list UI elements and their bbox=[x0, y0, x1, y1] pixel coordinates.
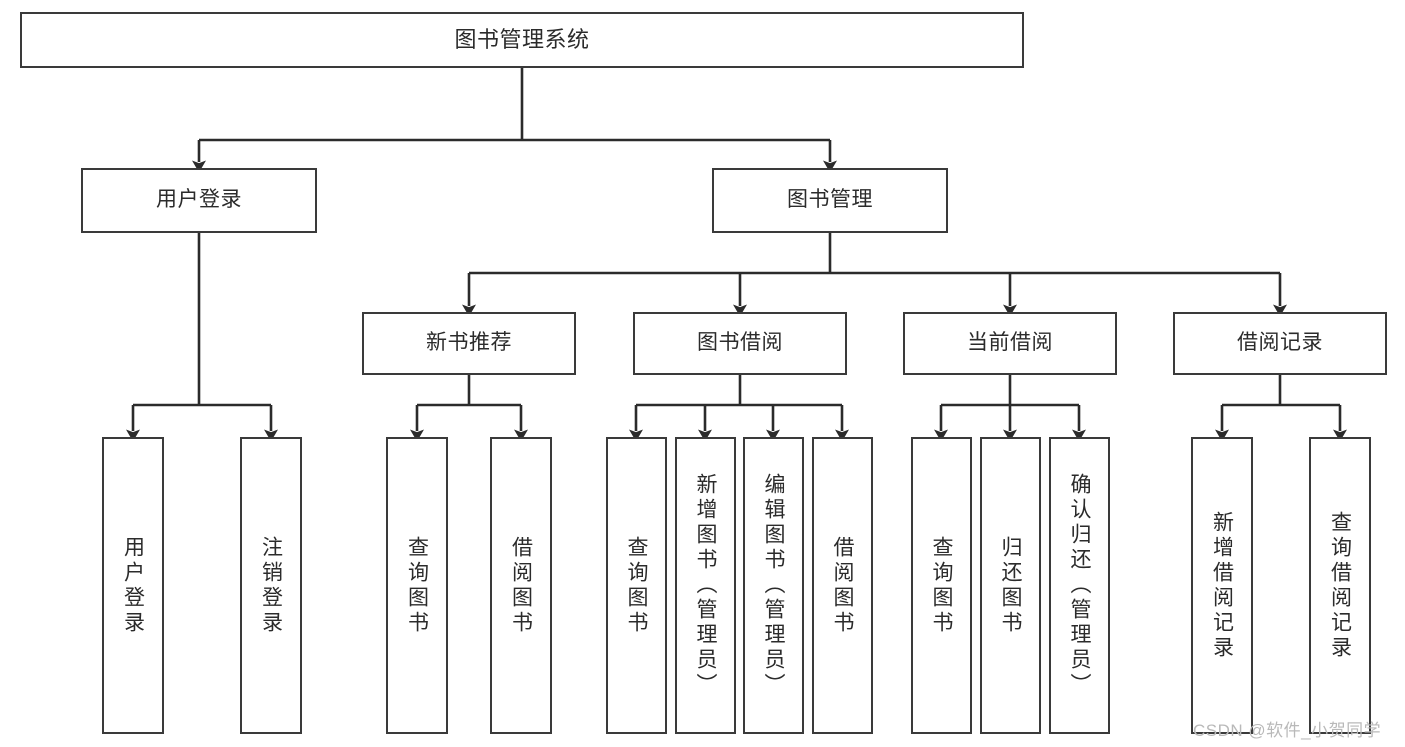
node-add-borrow-record[interactable]: 新增借阅记录 bbox=[1191, 437, 1253, 734]
node-new-book-recommend[interactable]: 新书推荐 bbox=[362, 312, 576, 375]
node-book-borrow-label: 图书借阅 bbox=[697, 331, 783, 355]
node-query-book-3-label: 查询图书 bbox=[930, 535, 953, 636]
node-new-book-recommend-label: 新书推荐 bbox=[426, 331, 512, 355]
node-add-book-label: 新增图书（管理员） bbox=[694, 473, 717, 698]
node-logout-leaf[interactable]: 注销登录 bbox=[240, 437, 302, 734]
node-book-borrow[interactable]: 图书借阅 bbox=[633, 312, 847, 375]
watermark: CSDN @软件_小贺同学 bbox=[1193, 721, 1382, 740]
node-add-book[interactable]: 新增图书（管理员） bbox=[675, 437, 736, 734]
node-query-book-2-label: 查询图书 bbox=[625, 535, 648, 636]
node-edit-book[interactable]: 编辑图书（管理员） bbox=[743, 437, 804, 734]
node-borrow-book-1[interactable]: 借阅图书 bbox=[490, 437, 552, 734]
node-borrow-book-2[interactable]: 借阅图书 bbox=[812, 437, 873, 734]
node-current-borrow-label: 当前借阅 bbox=[967, 331, 1053, 355]
node-user-login-leaf[interactable]: 用户登录 bbox=[102, 437, 164, 734]
node-return-book[interactable]: 归还图书 bbox=[980, 437, 1041, 734]
node-borrow-record[interactable]: 借阅记录 bbox=[1173, 312, 1387, 375]
node-logout-leaf-label: 注销登录 bbox=[259, 535, 283, 636]
node-query-borrow-record-label: 查询借阅记录 bbox=[1328, 510, 1352, 661]
node-current-borrow[interactable]: 当前借阅 bbox=[903, 312, 1117, 375]
node-query-book-1-label: 查询图书 bbox=[405, 535, 429, 636]
node-query-book-1[interactable]: 查询图书 bbox=[386, 437, 448, 734]
node-confirm-return[interactable]: 确认归还（管理员） bbox=[1049, 437, 1110, 734]
node-borrow-book-1-label: 借阅图书 bbox=[509, 535, 533, 636]
node-confirm-return-label: 确认归还（管理员） bbox=[1068, 473, 1091, 698]
node-return-book-label: 归还图书 bbox=[999, 535, 1022, 636]
node-borrow-book-2-label: 借阅图书 bbox=[831, 535, 854, 636]
node-borrow-record-label: 借阅记录 bbox=[1237, 331, 1323, 355]
node-query-book-2[interactable]: 查询图书 bbox=[606, 437, 667, 734]
node-root[interactable]: 图书管理系统 bbox=[20, 12, 1024, 68]
node-edit-book-label: 编辑图书（管理员） bbox=[762, 473, 785, 698]
node-query-book-3[interactable]: 查询图书 bbox=[911, 437, 972, 734]
node-user-login-leaf-label: 用户登录 bbox=[121, 535, 145, 636]
node-root-label: 图书管理系统 bbox=[454, 27, 590, 53]
node-add-borrow-record-label: 新增借阅记录 bbox=[1210, 510, 1234, 661]
node-query-borrow-record[interactable]: 查询借阅记录 bbox=[1309, 437, 1371, 734]
node-book-management[interactable]: 图书管理 bbox=[712, 168, 948, 233]
node-user-login-label: 用户登录 bbox=[156, 188, 242, 212]
node-user-login[interactable]: 用户登录 bbox=[81, 168, 317, 233]
node-book-management-label: 图书管理 bbox=[787, 188, 873, 212]
